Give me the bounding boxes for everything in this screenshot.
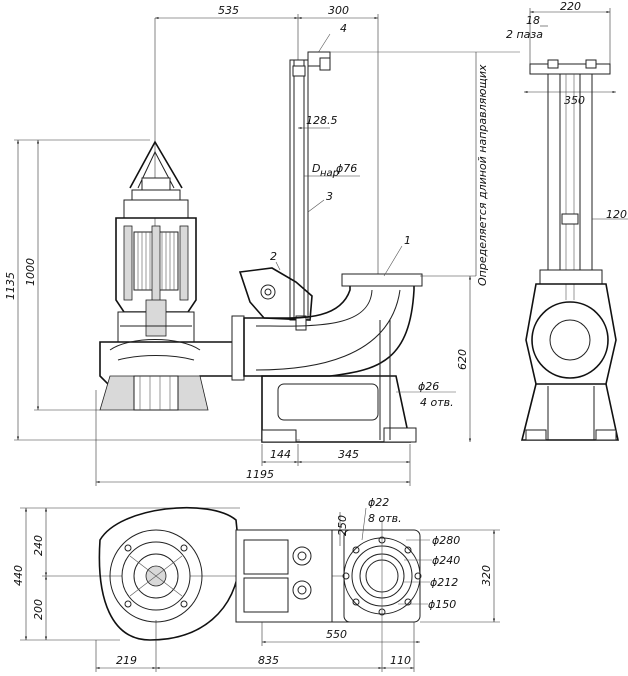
guide-coupling	[238, 267, 313, 331]
dim-120: 120	[606, 208, 627, 221]
dim-d150: ϕ150	[428, 598, 456, 611]
dim-1000: 1000	[24, 258, 37, 286]
dim-220: 220	[560, 0, 581, 13]
dim-200: 200	[32, 599, 45, 620]
dim-8otv: 8 отв.	[368, 512, 402, 525]
dim-dnar-sub: нар	[320, 168, 339, 179]
dim-320: 320	[480, 565, 493, 586]
side-view: 220 18 2 паза 350 120	[506, 0, 628, 441]
dim-2paza: 2 паза	[506, 28, 543, 41]
pump-motor	[99, 140, 245, 411]
dim-350: 350	[564, 94, 585, 107]
dim-1135: 1135	[4, 272, 17, 300]
dim-440: 440	[12, 565, 25, 586]
front-view: 535 300 4 128.5 D нар ϕ76 3	[4, 4, 520, 486]
dim-d22: ϕ22	[368, 496, 389, 509]
dim-620: 620	[456, 349, 469, 370]
stator	[133, 225, 179, 337]
dim-d280: ϕ280	[432, 534, 460, 547]
callout-3: 3	[326, 190, 333, 203]
callout-1: 1	[404, 234, 411, 247]
dim-240: 240	[32, 535, 45, 556]
dim-835: 835	[258, 654, 279, 667]
dim-d240: ϕ240	[432, 554, 460, 567]
callout-4: 4	[340, 22, 347, 35]
dim-144: 144	[270, 448, 291, 461]
dim-4otv: 4 отв.	[420, 396, 454, 409]
dim-d76: ϕ76	[336, 162, 357, 175]
dim-18: 18	[526, 14, 540, 27]
dim-d26: ϕ26	[418, 380, 439, 393]
callout-2: 2	[270, 250, 277, 263]
dim-d212: ϕ212	[430, 576, 458, 589]
plan-view: 440 240 200	[12, 496, 500, 672]
dim-345: 345	[338, 448, 359, 461]
dim-1195: 1195	[246, 468, 274, 481]
dim-219: 219	[116, 654, 137, 667]
dim-550: 550	[326, 628, 347, 641]
dim-dnar: D	[312, 162, 320, 175]
dim-110: 110	[390, 654, 411, 667]
dim-300: 300	[328, 4, 349, 17]
dim-250: 250	[336, 515, 349, 536]
note-guides: Определяется длиной направляющих	[476, 64, 489, 286]
dim-535: 535	[218, 4, 239, 17]
dim-128-5: 128.5	[306, 114, 338, 127]
discharge-elbow: 1	[243, 234, 423, 443]
